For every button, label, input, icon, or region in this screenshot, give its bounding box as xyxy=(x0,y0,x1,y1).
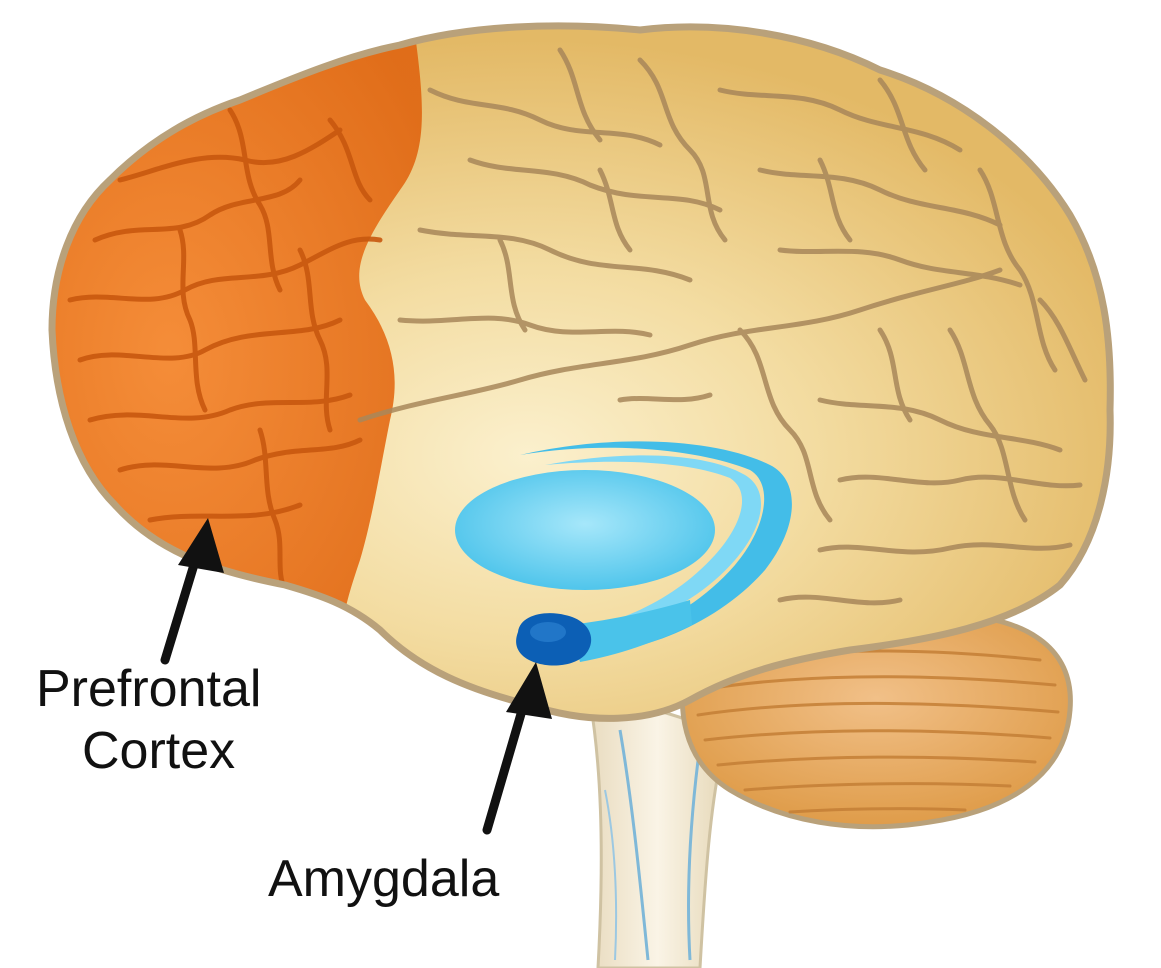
hippocampus xyxy=(455,441,792,662)
brainstem xyxy=(588,698,727,968)
amygdala-label: Amygdala xyxy=(268,850,500,908)
prefrontal-label-line2: Cortex xyxy=(82,722,236,781)
amygdala xyxy=(516,613,592,666)
prefrontal-label-line1: Prefrontal xyxy=(36,660,262,718)
prefrontal-arrow xyxy=(160,518,224,665)
cerebral-cortex xyxy=(48,22,1114,722)
prefrontal-cortex-label: Prefrontal Cortex xyxy=(36,658,261,783)
amygdala-arrow xyxy=(482,662,552,835)
